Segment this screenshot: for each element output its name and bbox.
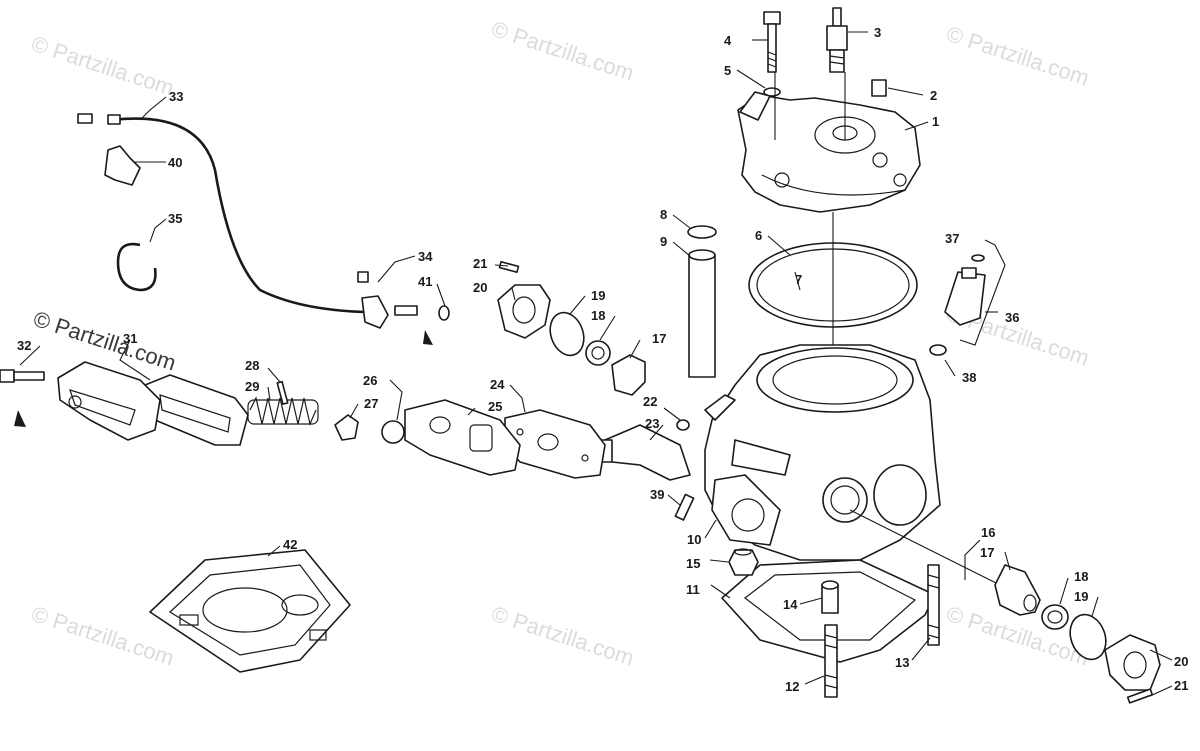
gasket-kit (149, 549, 351, 673)
o-ring (687, 225, 717, 239)
callout-8: 8 (660, 207, 667, 222)
callout-41: 41 (418, 274, 432, 289)
cylinder-stud (824, 624, 838, 698)
valve-cover-left (497, 284, 551, 339)
callout-25: 25 (488, 399, 502, 414)
callout-19-right: 19 (1074, 589, 1088, 604)
callout-21-left: 21 (473, 256, 487, 271)
valve-cover (57, 361, 161, 441)
screw-left (498, 260, 520, 274)
cylinder-head (737, 91, 921, 213)
screw-right (1126, 688, 1154, 704)
callout-29: 29 (245, 379, 259, 394)
watermark: © Partzilla.com (488, 601, 637, 671)
callout-13: 13 (895, 655, 909, 670)
callout-37: 37 (945, 231, 959, 246)
cylinder-stud (927, 564, 940, 646)
cover-bolt (0, 369, 45, 383)
sensor-assembly (929, 254, 986, 356)
callout-20-left: 20 (473, 280, 487, 295)
pin (676, 419, 690, 431)
callout-36: 36 (1005, 310, 1019, 325)
callout-15: 15 (686, 556, 700, 571)
direction-arrow (423, 330, 433, 345)
callout-18-right: 18 (1074, 569, 1088, 584)
watermark: © Partzilla.com (488, 16, 637, 86)
exhaust-valve (597, 424, 691, 481)
stud-39 (674, 493, 695, 521)
callout-19-left: 19 (591, 288, 605, 303)
callout-17-right: 17 (980, 545, 994, 560)
callout-38: 38 (962, 370, 976, 385)
bearing-left (585, 340, 611, 366)
washer (381, 420, 405, 444)
callout-4: 4 (724, 33, 732, 48)
flange-nut (728, 548, 759, 576)
callout-7: 7 (795, 272, 802, 287)
callout-31: 31 (123, 331, 137, 346)
retainer-clip (334, 414, 359, 441)
valve-cover-right (1104, 634, 1161, 691)
cable-bracket (104, 145, 141, 186)
bearing-right (1041, 604, 1069, 630)
callout-12: 12 (785, 679, 799, 694)
callout-16: 16 (981, 525, 995, 540)
callout-1: 1 (932, 114, 939, 129)
callout-18-left: 18 (591, 308, 605, 323)
callout-33: 33 (169, 89, 183, 104)
callout-6: 6 (755, 228, 762, 243)
callout-34: 34 (418, 249, 433, 264)
head-bolt (763, 11, 781, 97)
head-plug (871, 79, 887, 97)
callout-35: 35 (168, 211, 182, 226)
callout-14: 14 (783, 597, 798, 612)
o-ring-right (1069, 613, 1107, 661)
callout-5: 5 (724, 63, 731, 78)
watermark: © Partzilla.com (28, 31, 177, 101)
callout-23: 23 (645, 416, 659, 431)
callout-10: 10 (687, 532, 701, 547)
valve-cap-left (611, 354, 646, 396)
callout-40: 40 (168, 155, 182, 170)
callout-21-right: 21 (1174, 678, 1188, 693)
callout-26: 26 (363, 373, 377, 388)
callout-17-left: 17 (652, 331, 666, 346)
callout-39: 39 (650, 487, 664, 502)
callout-32: 32 (17, 338, 31, 353)
cable-washer (438, 305, 450, 321)
spark-plug (826, 7, 848, 73)
callout-27: 27 (364, 396, 378, 411)
cable-clamp (116, 242, 157, 292)
callout-28: 28 (245, 358, 259, 373)
callout-42: 42 (283, 537, 297, 552)
callout-labels: 4 5 3 2 1 8 9 6 7 37 36 38 10 11 15 14 1… (17, 25, 1188, 694)
callout-22: 22 (643, 394, 657, 409)
water-tube (688, 249, 716, 378)
callout-11: 11 (686, 582, 700, 597)
callout-9: 9 (660, 234, 667, 249)
leader-lines (19, 31, 1173, 697)
direction-arrow (14, 410, 26, 427)
valve-cap-right (994, 564, 1041, 616)
cylinder-block (704, 344, 941, 561)
cable-fitting (357, 271, 418, 329)
callout-20-right: 20 (1174, 654, 1188, 669)
valve-shaft (849, 509, 1001, 586)
control-cable (77, 113, 366, 314)
callout-3: 3 (874, 25, 881, 40)
watermark: © Partzilla.com (30, 306, 179, 376)
dowel-pin (821, 580, 839, 614)
callout-24: 24 (490, 377, 505, 392)
o-ring-left (549, 311, 585, 357)
callout-2: 2 (930, 88, 937, 103)
watermark: © Partzilla.com (943, 21, 1092, 91)
valve-housing-gasket (404, 399, 521, 476)
